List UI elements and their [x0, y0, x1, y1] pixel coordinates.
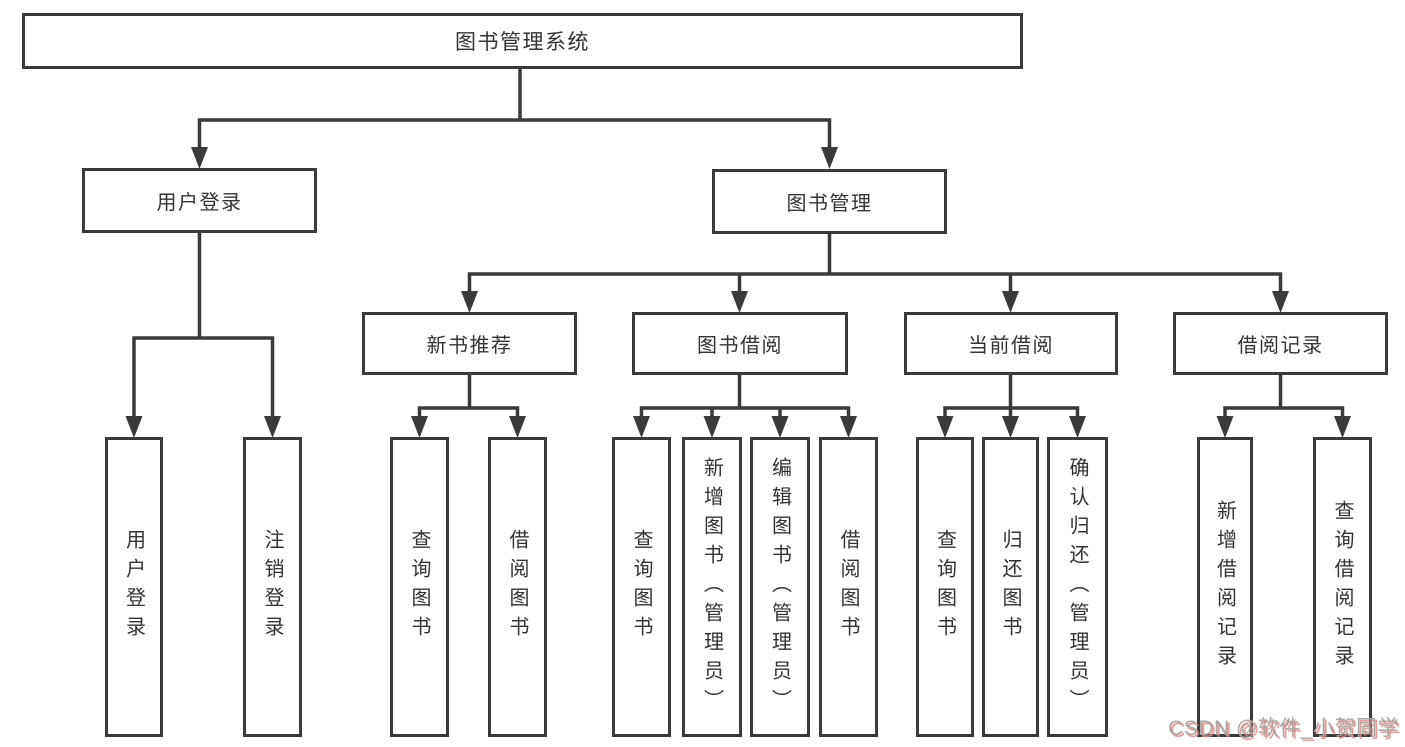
node-book-borrow: 图书借阅: [632, 312, 848, 375]
node-new-book-recommend: 新书推荐: [362, 312, 577, 375]
node-user-login-branch: 用户登录: [82, 168, 317, 233]
leaf-logout: 注销登录: [243, 437, 302, 737]
node-library-management-system: 图书管理系统: [22, 13, 1023, 69]
leaf-query-books-borrow: 查询图书: [612, 437, 671, 737]
leaf-query-borrow-record: 查询借阅记录: [1313, 437, 1372, 737]
leaf-query-books-current: 查询图书: [916, 437, 974, 737]
arrowhead-icon: [125, 147, 1351, 438]
leaf-user-login: 用户登录: [105, 437, 163, 737]
node-current-borrow: 当前借阅: [904, 312, 1118, 375]
node-borrow-records: 借阅记录: [1173, 312, 1388, 375]
leaf-return-books: 归还图书: [982, 437, 1039, 737]
node-book-management-branch: 图书管理: [712, 169, 947, 234]
leaf-edit-books-admin: 编辑图书（管理员）: [750, 437, 810, 737]
leaf-query-books-recommend: 查询图书: [390, 437, 449, 737]
leaf-confirm-return-admin: 确认归还（管理员）: [1047, 437, 1108, 737]
leaf-add-borrow-record: 新增借阅记录: [1197, 437, 1253, 737]
leaf-borrow-books: 借阅图书: [819, 437, 878, 737]
csdn-watermark: CSDN @软件_小贺同学: [1168, 717, 1399, 740]
leaf-borrow-books-recommend: 借阅图书: [488, 437, 547, 737]
leaf-add-books-admin: 新增图书（管理员）: [682, 437, 742, 737]
